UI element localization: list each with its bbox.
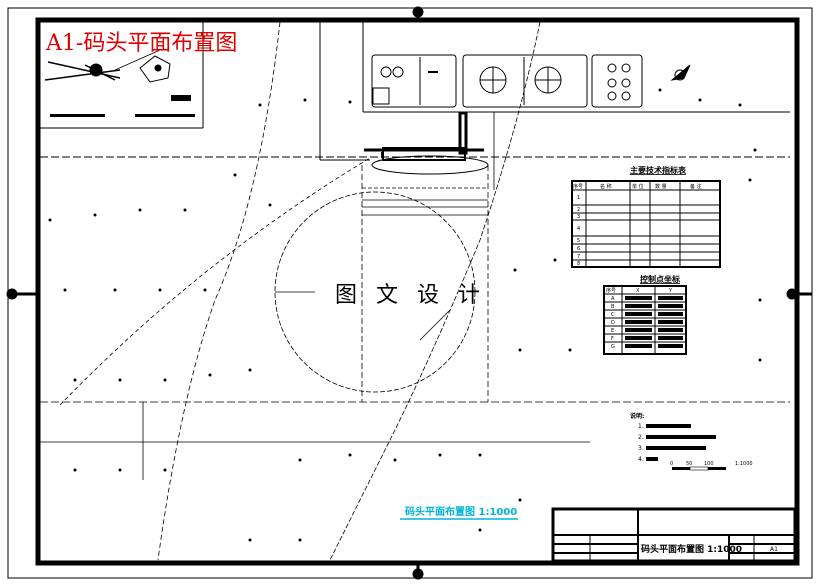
coord-header-0: 序号 [606, 287, 616, 294]
corner-title: A1-码头平面布置图 [45, 31, 237, 56]
coord-table [603, 285, 687, 355]
soundings [48, 88, 762, 542]
tech-header-4: 备 注 [690, 183, 702, 190]
point-label: D [611, 320, 615, 326]
scale-bar: 0 50 100 1:1000 [670, 461, 753, 471]
tech-table-title: 主要技术指标表 [630, 165, 687, 175]
point-label: C [611, 312, 615, 318]
tech-row-num: 7 [577, 254, 580, 260]
note-item: 4. [638, 456, 644, 463]
tech-row-num: 3 [577, 214, 580, 220]
centering-marks [6, 6, 812, 580]
turning-basin [40, 21, 790, 561]
shore-facilities [319, 22, 790, 161]
tech-row-num: 5 [577, 238, 580, 244]
tech-header-3: 数 量 [655, 183, 667, 190]
title-block-drawing-name: 码头平面布置图 1:1000 [641, 543, 742, 555]
coord-header-1: X [636, 288, 640, 294]
scale-label: 1:1000 [735, 461, 753, 467]
tech-row-num: 4 [577, 226, 580, 232]
note-item: 1. [638, 423, 644, 430]
point-label: A [611, 296, 615, 302]
tech-header-0: 序号 [573, 183, 583, 190]
coord-table-title: 控制点坐标 [640, 274, 680, 284]
title-block-sheet-size: A1 [770, 546, 778, 553]
point-label: B [611, 304, 615, 310]
plan-caption: 码头平面布置图 1:1000 [405, 505, 517, 518]
tech-row-num: 2 [577, 207, 580, 213]
point-label: G [611, 344, 615, 350]
scale-label: 50 [686, 461, 692, 467]
coord-values [625, 296, 683, 348]
point-label: F [611, 336, 614, 342]
tech-row-num: 6 [577, 246, 580, 252]
coord-header-2: Y [668, 288, 673, 294]
location-inset [40, 22, 204, 129]
point-label: E [611, 328, 614, 334]
notes-title: 说明: [630, 412, 644, 420]
title-block [551, 507, 797, 563]
note-item: 2. [638, 434, 644, 441]
tech-header-2: 单 位 [632, 183, 644, 190]
tech-table [571, 180, 721, 268]
tech-header-1: 名 称 [600, 183, 612, 190]
scale-label: 0 [670, 461, 673, 467]
note-item: 3. [638, 445, 644, 452]
tech-row-num: 8 [577, 261, 580, 267]
scale-label: 100 [704, 461, 714, 467]
note-text-lines [646, 424, 716, 461]
tech-row-num: 1 [577, 195, 580, 201]
wharf-structure [40, 111, 790, 216]
watermark: 图 文 设 计 [335, 283, 486, 308]
